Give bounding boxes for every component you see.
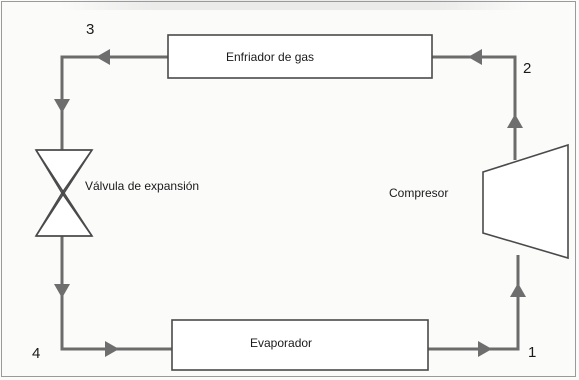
arrow-up-upper-right (507, 114, 523, 128)
arrow-left-top (96, 49, 110, 65)
flow-arrows (54, 49, 526, 357)
arrow-up-lower-right (510, 283, 526, 297)
arrow-down-upper-left (54, 99, 70, 113)
state-point-2: 2 (523, 60, 532, 77)
gas-cooler-label: Enfriador de gas (226, 50, 315, 64)
state-point-3: 3 (86, 21, 95, 38)
arrow-right-bottom-right (478, 341, 492, 357)
piping (60, 55, 520, 351)
pipe-3-to-valve (60, 55, 168, 150)
pipe-valve-to-evaporator (60, 236, 172, 351)
compressor-label: Compresor (389, 186, 449, 200)
expansion-valve-label: Válvula de expansión (85, 179, 200, 193)
state-point-4: 4 (32, 345, 41, 362)
pipe-evaporator-to-compressor (428, 255, 520, 351)
arrow-down-lower-left (54, 284, 70, 298)
evaporator-label: Evaporador (250, 336, 313, 350)
pipe-compressor-to-cooler (432, 55, 517, 160)
compressor-symbol (482, 143, 569, 260)
arrow-right-bottom-left (105, 341, 119, 357)
state-point-1: 1 (528, 344, 537, 361)
watermark (60, 0, 530, 10)
evaporator-box (171, 319, 429, 371)
arrow-left-top-right (468, 49, 482, 65)
gas-cooler-box (167, 34, 433, 79)
